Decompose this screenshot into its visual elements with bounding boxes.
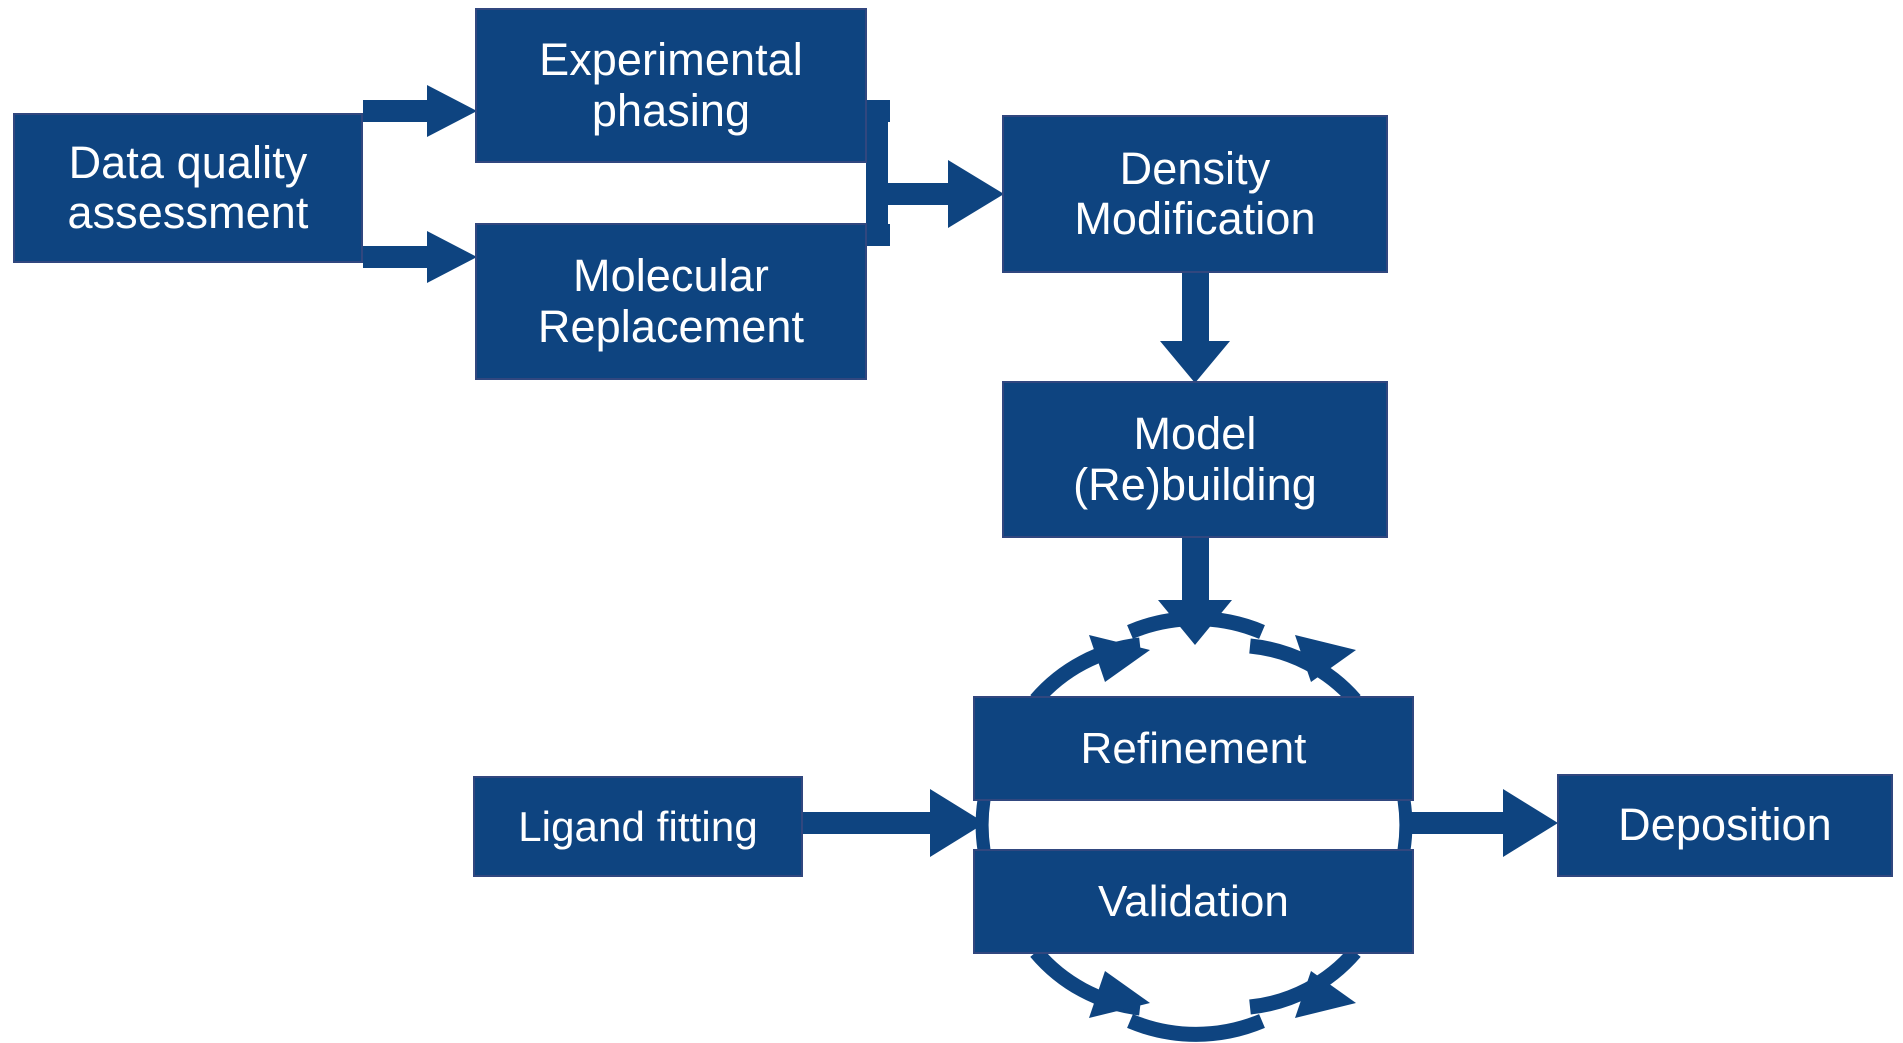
node-refinement[interactable]: Refinement	[973, 696, 1414, 801]
node-validation[interactable]: Validation	[973, 849, 1414, 954]
cycle-arc-bottom-left	[1030, 947, 1150, 1018]
cycle-side-right	[1397, 799, 1413, 851]
arrow-phasing-to-density-modification	[866, 160, 1004, 228]
cycle-arc-bottom-right	[1249, 947, 1361, 1018]
node-density-modification[interactable]: Density Modification	[1002, 115, 1388, 273]
node-model-rebuilding[interactable]: Model (Re)building	[1002, 381, 1388, 538]
node-ligand-fitting[interactable]: Ligand fitting	[473, 776, 803, 877]
arrow-density-modification-to-model-rebuilding	[1160, 273, 1230, 383]
node-experimental-phasing[interactable]: Experimental phasing	[475, 8, 867, 163]
arrow-cycle-to-deposition	[1404, 789, 1558, 857]
arrow-data-quality-to-molecular-replacement	[363, 231, 477, 283]
cycle-arc-top-left	[1030, 635, 1150, 705]
cycle-arc-top-right	[1249, 635, 1361, 706]
cycle-arc-top-middle	[1127, 611, 1265, 639]
node-deposition[interactable]: Deposition	[1557, 774, 1893, 877]
arrow-ligand-fitting-to-cycle	[803, 789, 985, 857]
node-data-quality-assessment[interactable]: Data quality assessment	[13, 113, 363, 263]
arrow-model-rebuilding-to-cycle	[1158, 538, 1232, 645]
node-molecular-replacement[interactable]: Molecular Replacement	[475, 223, 867, 380]
connector-phasing-join	[866, 100, 888, 246]
cycle-arc-bottom-middle	[1127, 1014, 1265, 1042]
cycle-side-left	[975, 799, 991, 851]
arrow-data-quality-to-experimental-phasing	[363, 85, 477, 137]
